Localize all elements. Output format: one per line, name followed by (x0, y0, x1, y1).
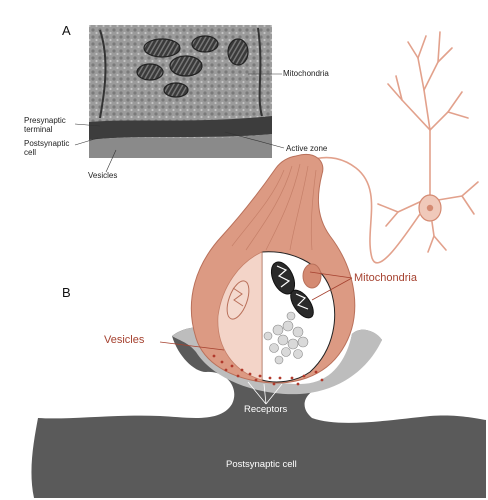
terminal-vesicle-cluster (263, 311, 309, 365)
presynaptic-terminal-label: Presynaptic terminal (24, 116, 66, 134)
receptor-leaders (247, 381, 283, 405)
presynaptic-label-line1: Presynaptic (24, 116, 66, 125)
em-vesicles-label: Vesicles (88, 171, 118, 180)
active-zone-label: Active zone (286, 144, 328, 153)
panel-b-label: B (62, 285, 71, 300)
terminal-mitochondria (226, 261, 322, 320)
panel-a-leaders (74, 73, 285, 173)
postsynaptic-cell-label: Postsynaptic cell (226, 459, 297, 470)
panel-a-label: A (62, 23, 71, 38)
terminal-vesicles-label: Vesicles (104, 334, 145, 346)
electron-micrograph (89, 25, 272, 158)
postsynaptic-label-line1: Postsynaptic (24, 139, 70, 148)
panel-b-leaders (159, 271, 353, 351)
em-mitochondria-label: Mitochondria (283, 69, 329, 78)
terminal-mitochondria-label: Mitochondria (354, 272, 417, 284)
receptors-label: Receptors (244, 404, 288, 415)
synaptic-cleft (172, 327, 382, 395)
cleft-dots (212, 354, 324, 386)
presynaptic-label-line2: terminal (24, 125, 53, 135)
em-mitochondria (136, 35, 249, 98)
postsynaptic-label-line2: cell (24, 148, 37, 158)
postsynaptic-cell-label-a: Postsynaptic cell (24, 139, 69, 157)
postsynaptic-cell-shape (31, 327, 487, 498)
